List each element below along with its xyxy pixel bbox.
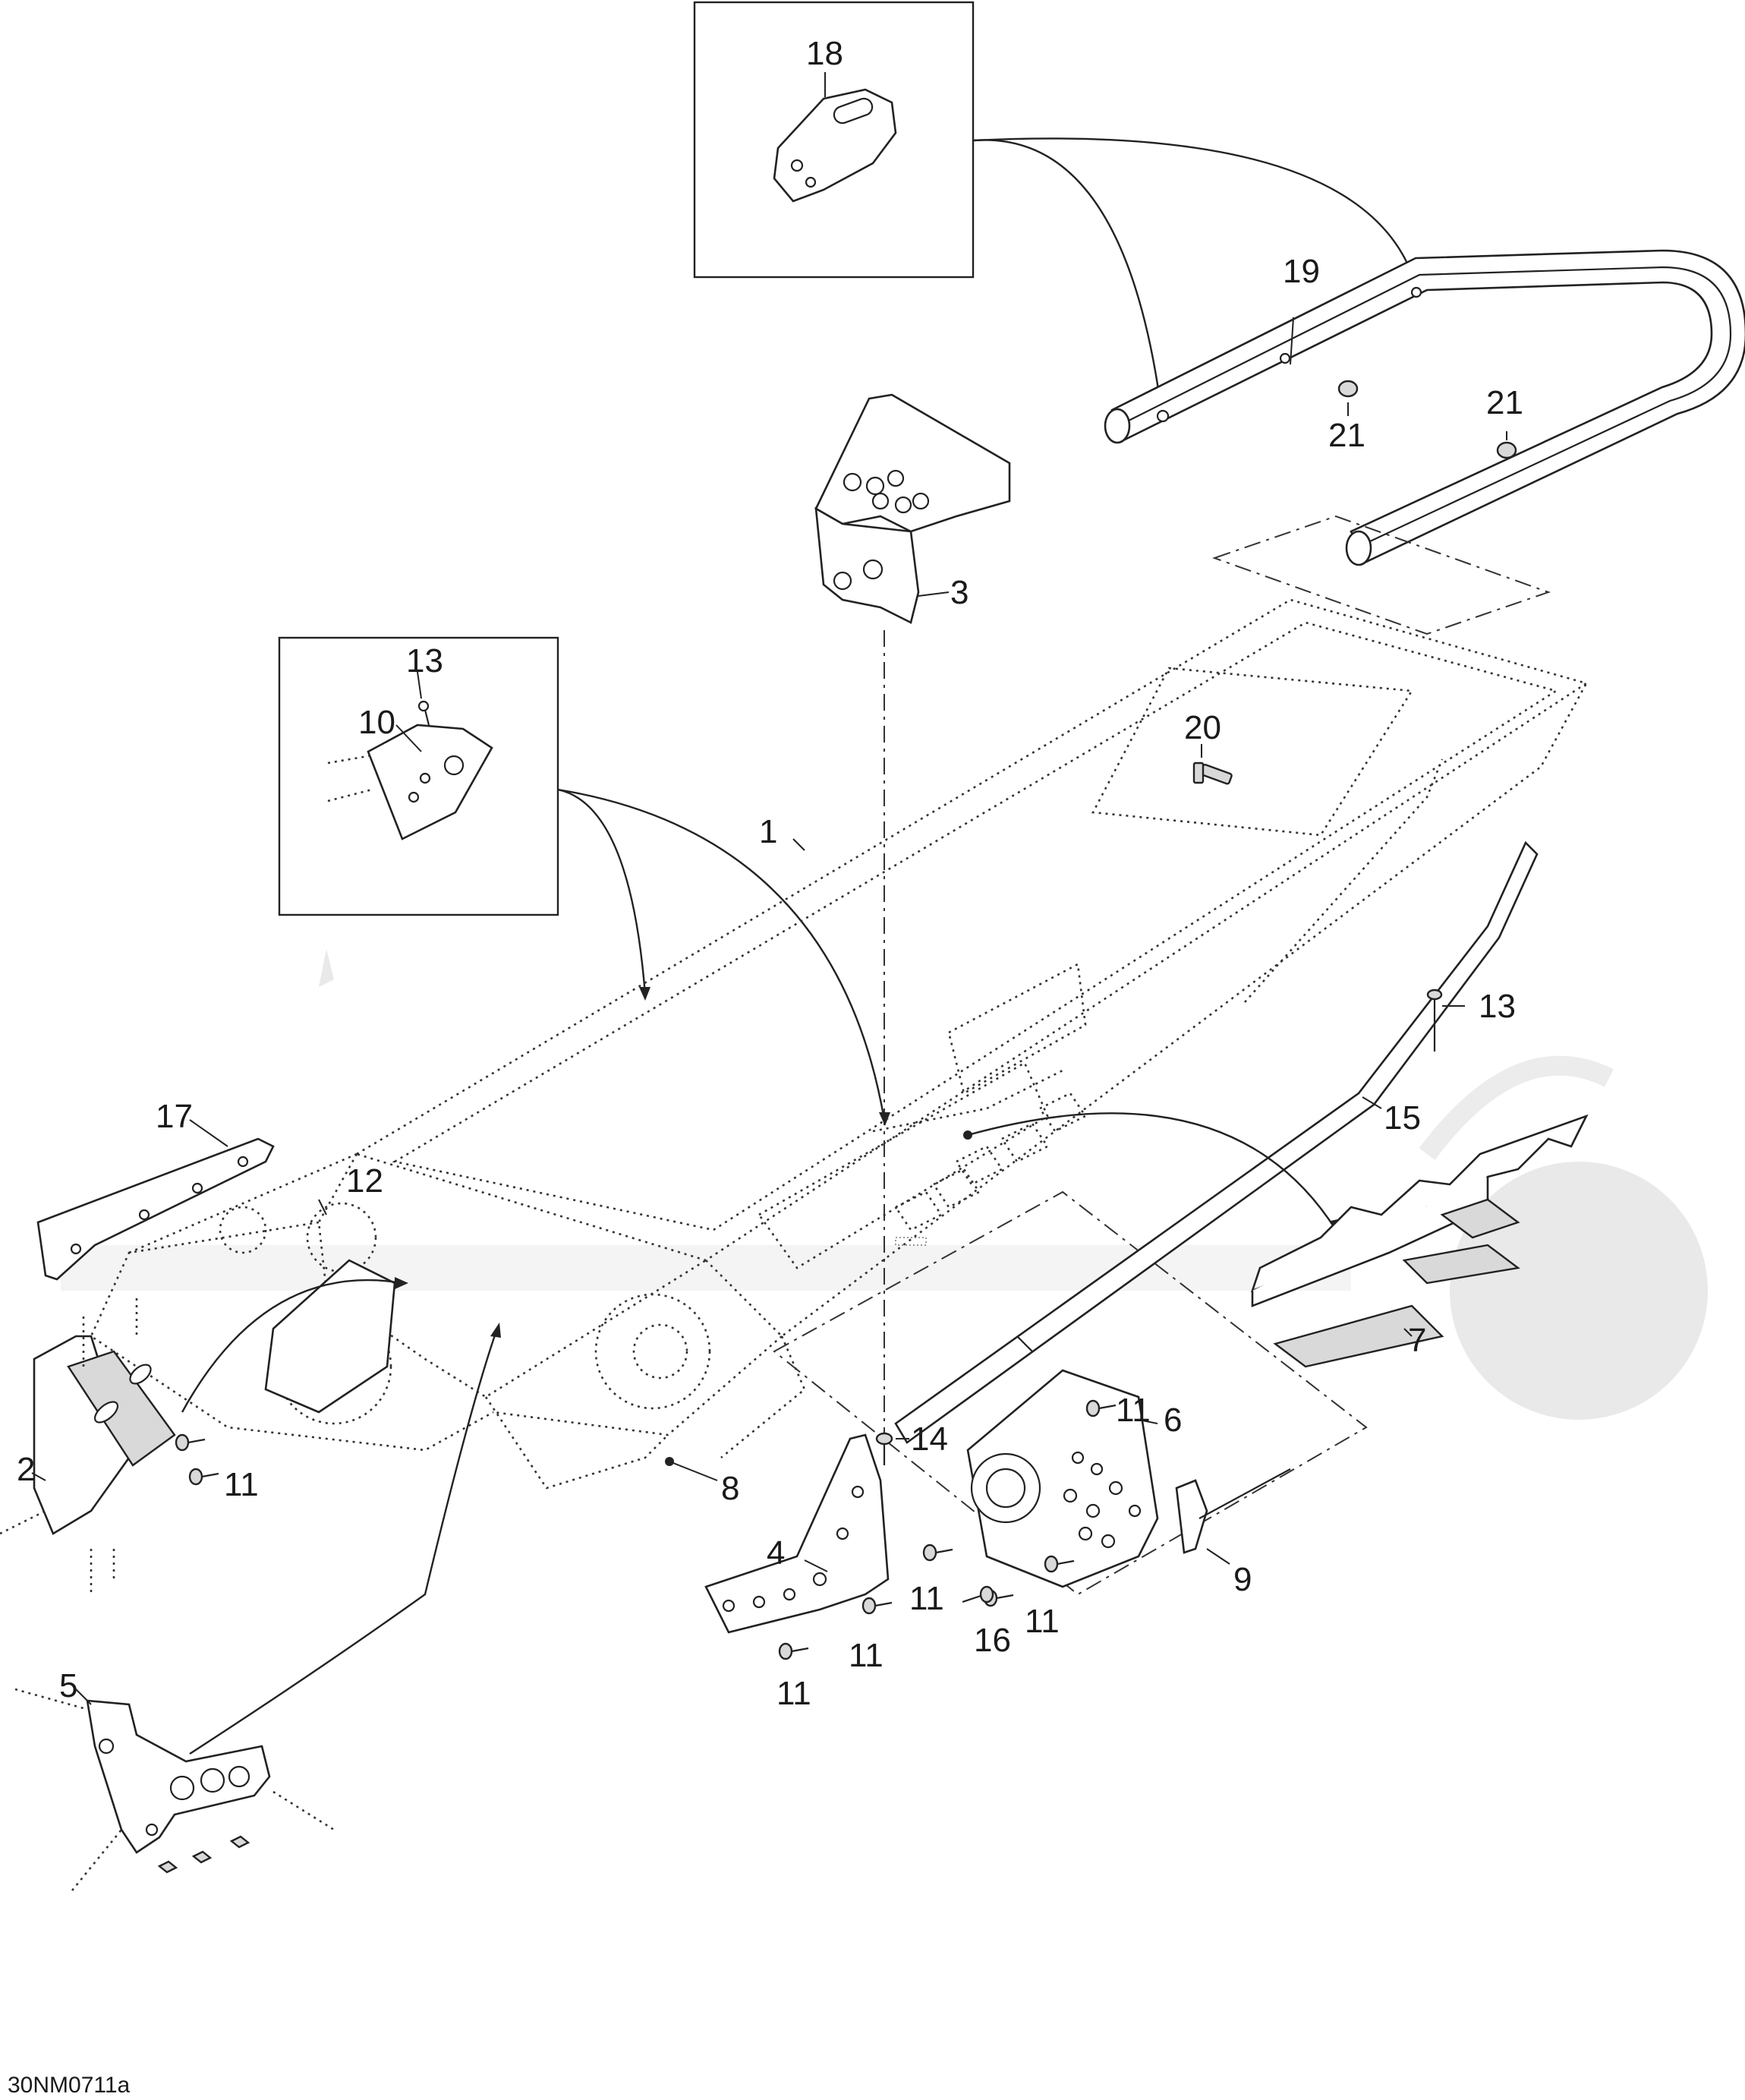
callout-11c: 11 — [909, 1580, 944, 1617]
callout-20: 20 — [1184, 709, 1221, 746]
drawing-code: 30NM0711a — [8, 2073, 131, 2098]
arrow-18-to-19b — [972, 137, 1417, 285]
bulkhead-12 — [264, 1199, 396, 1414]
washer-21b — [1496, 441, 1517, 459]
arrow-18-to-19a — [972, 139, 1163, 411]
callout-1: 1 — [759, 813, 777, 850]
bracket-3 — [814, 393, 1011, 624]
bracket-5 — [14, 1688, 335, 1891]
watermark — [61, 759, 1708, 1420]
bracket-17 — [36, 1119, 275, 1281]
plate-10 — [367, 724, 493, 840]
arrow-10-b — [557, 788, 886, 1121]
arrow-10-a — [557, 788, 647, 995]
callout-9: 9 — [1233, 1561, 1252, 1598]
rivet-16 — [962, 1585, 994, 1603]
inset-box-10 — [278, 636, 559, 916]
callout-14: 14 — [911, 1420, 948, 1458]
callout-17: 17 — [156, 1098, 193, 1135]
rivets-11 — [175, 1399, 1117, 1660]
rivet-13-right — [1426, 989, 1465, 1052]
callout-18: 18 — [806, 35, 843, 72]
callout-11d: 11 — [1025, 1603, 1060, 1640]
callout-3: 3 — [950, 574, 969, 611]
callout-8: 8 — [721, 1470, 739, 1507]
callout-19: 19 — [1283, 253, 1320, 290]
callout-11e: 11 — [849, 1637, 884, 1674]
outline-6 — [773, 1190, 1368, 1596]
callout-15: 15 — [1384, 1099, 1421, 1137]
bolt-20 — [1192, 744, 1233, 785]
callout-10: 10 — [358, 704, 395, 741]
bracket-2 — [0, 1298, 176, 1594]
plate-6 — [966, 1369, 1291, 1588]
callout-11a: 11 — [1116, 1392, 1151, 1429]
callout-16: 16 — [974, 1622, 1011, 1659]
callout-13b: 13 — [1479, 988, 1516, 1025]
washer-21a — [1337, 380, 1359, 398]
track-part-7 — [1250, 1114, 1589, 1368]
callout-4: 4 — [767, 1534, 785, 1572]
callout-21b: 21 — [1486, 384, 1523, 421]
bracket-4 — [704, 1433, 890, 1634]
bracket-9 — [1175, 1479, 1208, 1554]
callout-2: 2 — [17, 1451, 35, 1488]
callout-11f: 11 — [776, 1675, 811, 1712]
callout-6: 6 — [1164, 1402, 1182, 1439]
arrow-to-7 — [967, 1112, 1337, 1231]
handle-19 — [1104, 249, 1745, 566]
callout-11b: 11 — [224, 1466, 259, 1503]
callout-5: 5 — [59, 1667, 77, 1704]
rivet-14 — [875, 1432, 909, 1465]
callout-7: 7 — [1408, 1322, 1426, 1359]
arrow-5 — [189, 1328, 499, 1755]
bracket-18 — [773, 88, 897, 203]
arrow-12 — [181, 1279, 403, 1413]
rail-15 — [894, 840, 1539, 1444]
callout-21a: 21 — [1328, 417, 1365, 454]
inset-box-18 — [693, 1, 975, 279]
callout-13a: 13 — [406, 642, 443, 680]
callout-12: 12 — [346, 1162, 383, 1200]
